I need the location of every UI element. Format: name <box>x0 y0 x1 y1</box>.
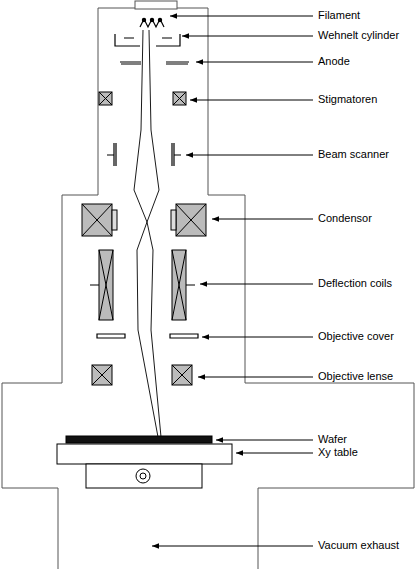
top-cap <box>135 1 177 9</box>
objective-cover <box>97 334 198 338</box>
leader-line <box>198 377 313 378</box>
leader-line <box>186 155 313 156</box>
wehnelt-cylinder <box>115 34 180 46</box>
leader-line <box>236 453 313 454</box>
leader-line <box>200 284 313 285</box>
part-label: Stigmatoren <box>318 93 377 106</box>
part-label: Wehnelt cylinder <box>318 29 399 42</box>
filament <box>140 19 164 27</box>
part-label: Filament <box>318 9 360 22</box>
leader-line <box>202 337 313 338</box>
part-label: Anode <box>318 55 350 68</box>
part-label: Deflection coils <box>318 277 392 290</box>
electron-beam <box>134 30 161 437</box>
part-label: Objective cover <box>318 330 394 343</box>
leader-line <box>182 36 313 37</box>
leader-line <box>216 440 313 441</box>
part-label: Beam scanner <box>318 148 389 161</box>
part-label: Xy table <box>318 446 358 459</box>
leader-line <box>212 219 313 220</box>
part-label: Objective lense <box>318 370 393 383</box>
xy-table <box>57 444 232 464</box>
part-label: Condensor <box>318 212 372 225</box>
beam-scanner <box>107 143 181 166</box>
stage-bearing <box>136 469 150 483</box>
part-label: Wafer <box>318 433 347 446</box>
leader-line <box>170 16 313 17</box>
anode <box>120 62 189 64</box>
part-label: Vacuum exhaust <box>318 539 399 552</box>
leader-line <box>196 62 313 63</box>
leader-line <box>190 100 313 101</box>
wafer <box>66 436 212 443</box>
column-housing <box>2 8 414 569</box>
leader-line <box>152 546 313 547</box>
stage-base <box>86 464 202 488</box>
